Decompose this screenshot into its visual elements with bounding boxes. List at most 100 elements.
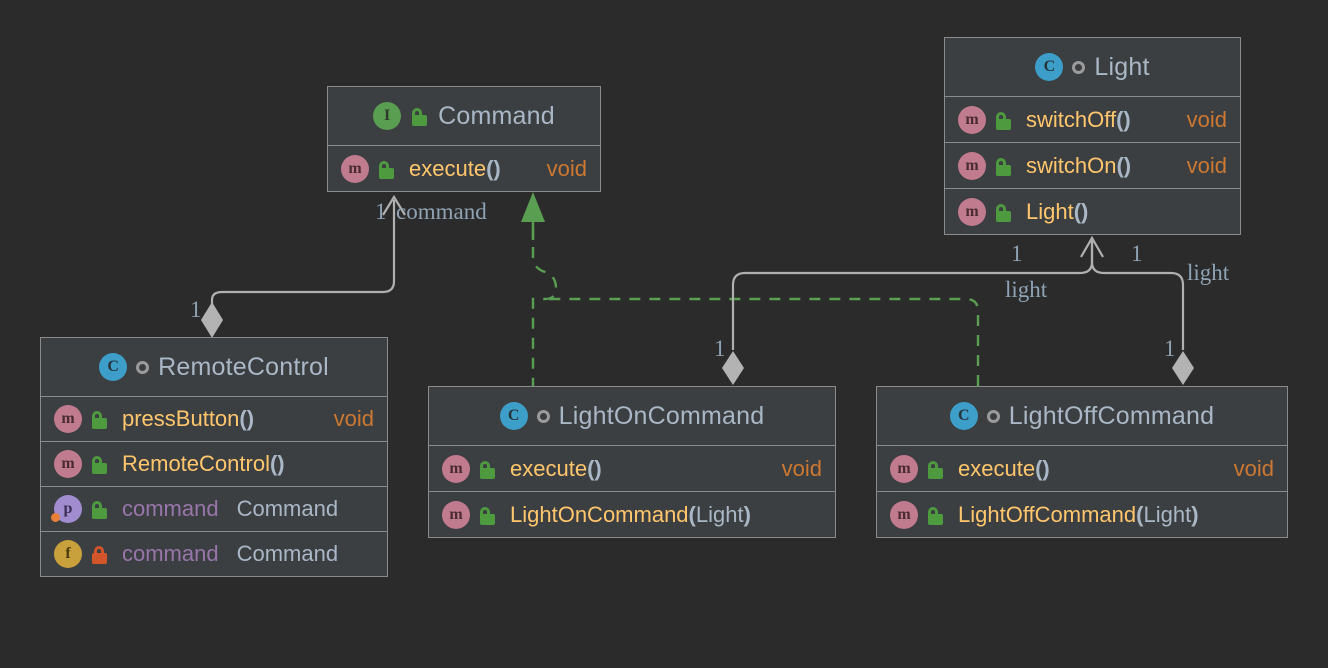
field-icon: f	[54, 540, 82, 568]
member-row-lightoncommand-constructor[interactable]: m LightOnCommand(Light)	[429, 491, 835, 537]
visibility-public-icon	[136, 360, 150, 374]
member-parens: ()	[587, 455, 602, 481]
visibility-public-icon	[986, 409, 1000, 423]
member-paren-open: (	[1136, 501, 1144, 527]
member-paren-open: (	[688, 501, 696, 527]
realization-arrowhead-icon	[521, 192, 545, 222]
visibility-public-icon	[1072, 60, 1086, 74]
member-parens: ()	[1035, 455, 1050, 481]
edge-multiplicity-remotecontrol-command-source: 1	[190, 297, 202, 322]
class-icon: C	[99, 353, 128, 381]
edge-lightoffcommand-realizes-command	[545, 297, 980, 386]
lock-open-icon	[90, 454, 109, 474]
member-type: Command	[236, 541, 339, 566]
member-name: command	[122, 541, 219, 566]
method-icon: m	[341, 154, 369, 183]
visibility-public-icon	[536, 409, 550, 423]
class-header-lightoncommand[interactable]: C LightOnCommand	[429, 387, 835, 445]
class-icon: C	[1035, 53, 1064, 81]
member-row-command-property[interactable]: p command Command	[41, 486, 387, 531]
member-row-light-constructor[interactable]: m Light()	[945, 188, 1240, 234]
member-parens: ()	[239, 406, 255, 431]
method-icon: m	[890, 500, 918, 529]
lock-open-icon	[994, 202, 1013, 222]
edge-lightoffcommand-aggregates-light	[1090, 240, 1194, 385]
class-header-light[interactable]: C Light	[945, 38, 1240, 96]
class-node-remotecontrol[interactable]: C RemoteControl m pressButton() void m R…	[40, 337, 388, 577]
edge-multiplicity-lightoffcommand-light-target: 1	[1131, 241, 1143, 266]
member-row-execute[interactable]: m execute() void	[328, 145, 600, 191]
lock-open-icon	[926, 505, 945, 525]
class-name-lightoffcommand: LightOffCommand	[1008, 401, 1215, 430]
member-arg-type: Light	[1143, 501, 1192, 527]
method-icon: m	[958, 105, 986, 134]
member-row-command-field[interactable]: f command Command	[41, 531, 387, 576]
edge-lightoncommand-aggregates-light	[722, 235, 1104, 385]
member-name: execute	[510, 455, 588, 481]
member-return-type: void	[1186, 152, 1227, 178]
class-name-remotecontrol: RemoteControl	[158, 352, 329, 381]
method-icon: m	[958, 151, 986, 180]
member-parens: ()	[269, 451, 285, 476]
class-node-lightoffcommand[interactable]: C LightOffCommand m execute() void m Lig…	[876, 386, 1288, 538]
member-parens: ()	[1116, 106, 1131, 132]
member-parens: ()	[1116, 152, 1132, 178]
member-name: switchOn	[1026, 152, 1117, 178]
class-node-light[interactable]: C Light m switchOff() void m switchOn() …	[944, 37, 1241, 235]
interface-icon: I	[373, 102, 402, 130]
member-arg-type: Light	[695, 501, 744, 527]
class-node-command[interactable]: I Command m execute() void	[327, 86, 601, 192]
method-icon: m	[442, 454, 470, 483]
edge-role-label-light-off: light	[1187, 260, 1230, 285]
member-name: execute	[409, 155, 487, 181]
lock-open-icon	[90, 409, 109, 429]
lock-open-icon	[994, 156, 1013, 176]
lock-open-icon	[478, 505, 497, 525]
edge-multiplicity-lightoncommand-light-target: 1	[1011, 241, 1023, 266]
member-row-switchoff[interactable]: m switchOff() void	[945, 96, 1240, 142]
lock-open-icon	[410, 106, 429, 126]
member-return-type: void	[1186, 106, 1227, 132]
member-row-lightoffcommand-constructor[interactable]: m LightOffCommand(Light)	[877, 491, 1287, 537]
member-row-switchon[interactable]: m switchOn() void	[945, 142, 1240, 188]
edge-multiplicity-remotecontrol-command-target: 1	[375, 199, 387, 224]
member-paren-close: )	[743, 501, 751, 527]
edge-lightoncommand-realizes-command	[531, 207, 558, 386]
member-name: LightOffCommand	[958, 501, 1137, 527]
member-return-type: void	[333, 406, 374, 431]
edge-multiplicity-lightoncommand-light-source: 1	[714, 336, 726, 361]
member-row-pressbutton[interactable]: m pressButton() void	[41, 396, 387, 441]
member-parens: ()	[486, 155, 501, 181]
edge-role-label-light-on: light	[1005, 277, 1048, 302]
class-header-command[interactable]: I Command	[328, 87, 600, 145]
class-header-lightoffcommand[interactable]: C LightOffCommand	[877, 387, 1287, 445]
edge-multiplicity-lightoffcommand-light-source: 1	[1164, 336, 1176, 361]
member-row-execute[interactable]: m execute() void	[877, 445, 1287, 491]
lock-open-icon	[926, 459, 945, 479]
lock-open-icon	[90, 499, 109, 519]
lock-open-icon	[994, 110, 1013, 130]
lock-open-icon	[377, 159, 396, 179]
member-row-remotecontrol-constructor[interactable]: m RemoteControl()	[41, 441, 387, 486]
member-return-type: void	[781, 455, 822, 481]
class-header-remotecontrol[interactable]: C RemoteControl	[41, 338, 387, 396]
member-name: Light	[1026, 198, 1074, 224]
property-icon: p	[51, 495, 82, 523]
member-name: RemoteControl	[122, 451, 270, 476]
member-type: Command	[236, 496, 339, 521]
class-name-lightoncommand: LightOnCommand	[558, 401, 765, 430]
aggregation-diamond-icon	[201, 302, 223, 338]
edge-role-label-command: command	[396, 199, 487, 224]
member-paren-close: )	[1191, 501, 1199, 527]
member-name: command	[122, 496, 219, 521]
member-parens: ()	[1073, 198, 1089, 224]
method-icon: m	[442, 500, 470, 529]
member-name: execute	[958, 455, 1036, 481]
member-row-execute[interactable]: m execute() void	[429, 445, 835, 491]
method-icon: m	[54, 450, 82, 478]
class-node-lightoncommand[interactable]: C LightOnCommand m execute() void m Ligh…	[428, 386, 836, 538]
member-name: switchOff	[1026, 106, 1117, 132]
method-icon: m	[890, 454, 918, 483]
class-name-command: Command	[438, 101, 555, 130]
